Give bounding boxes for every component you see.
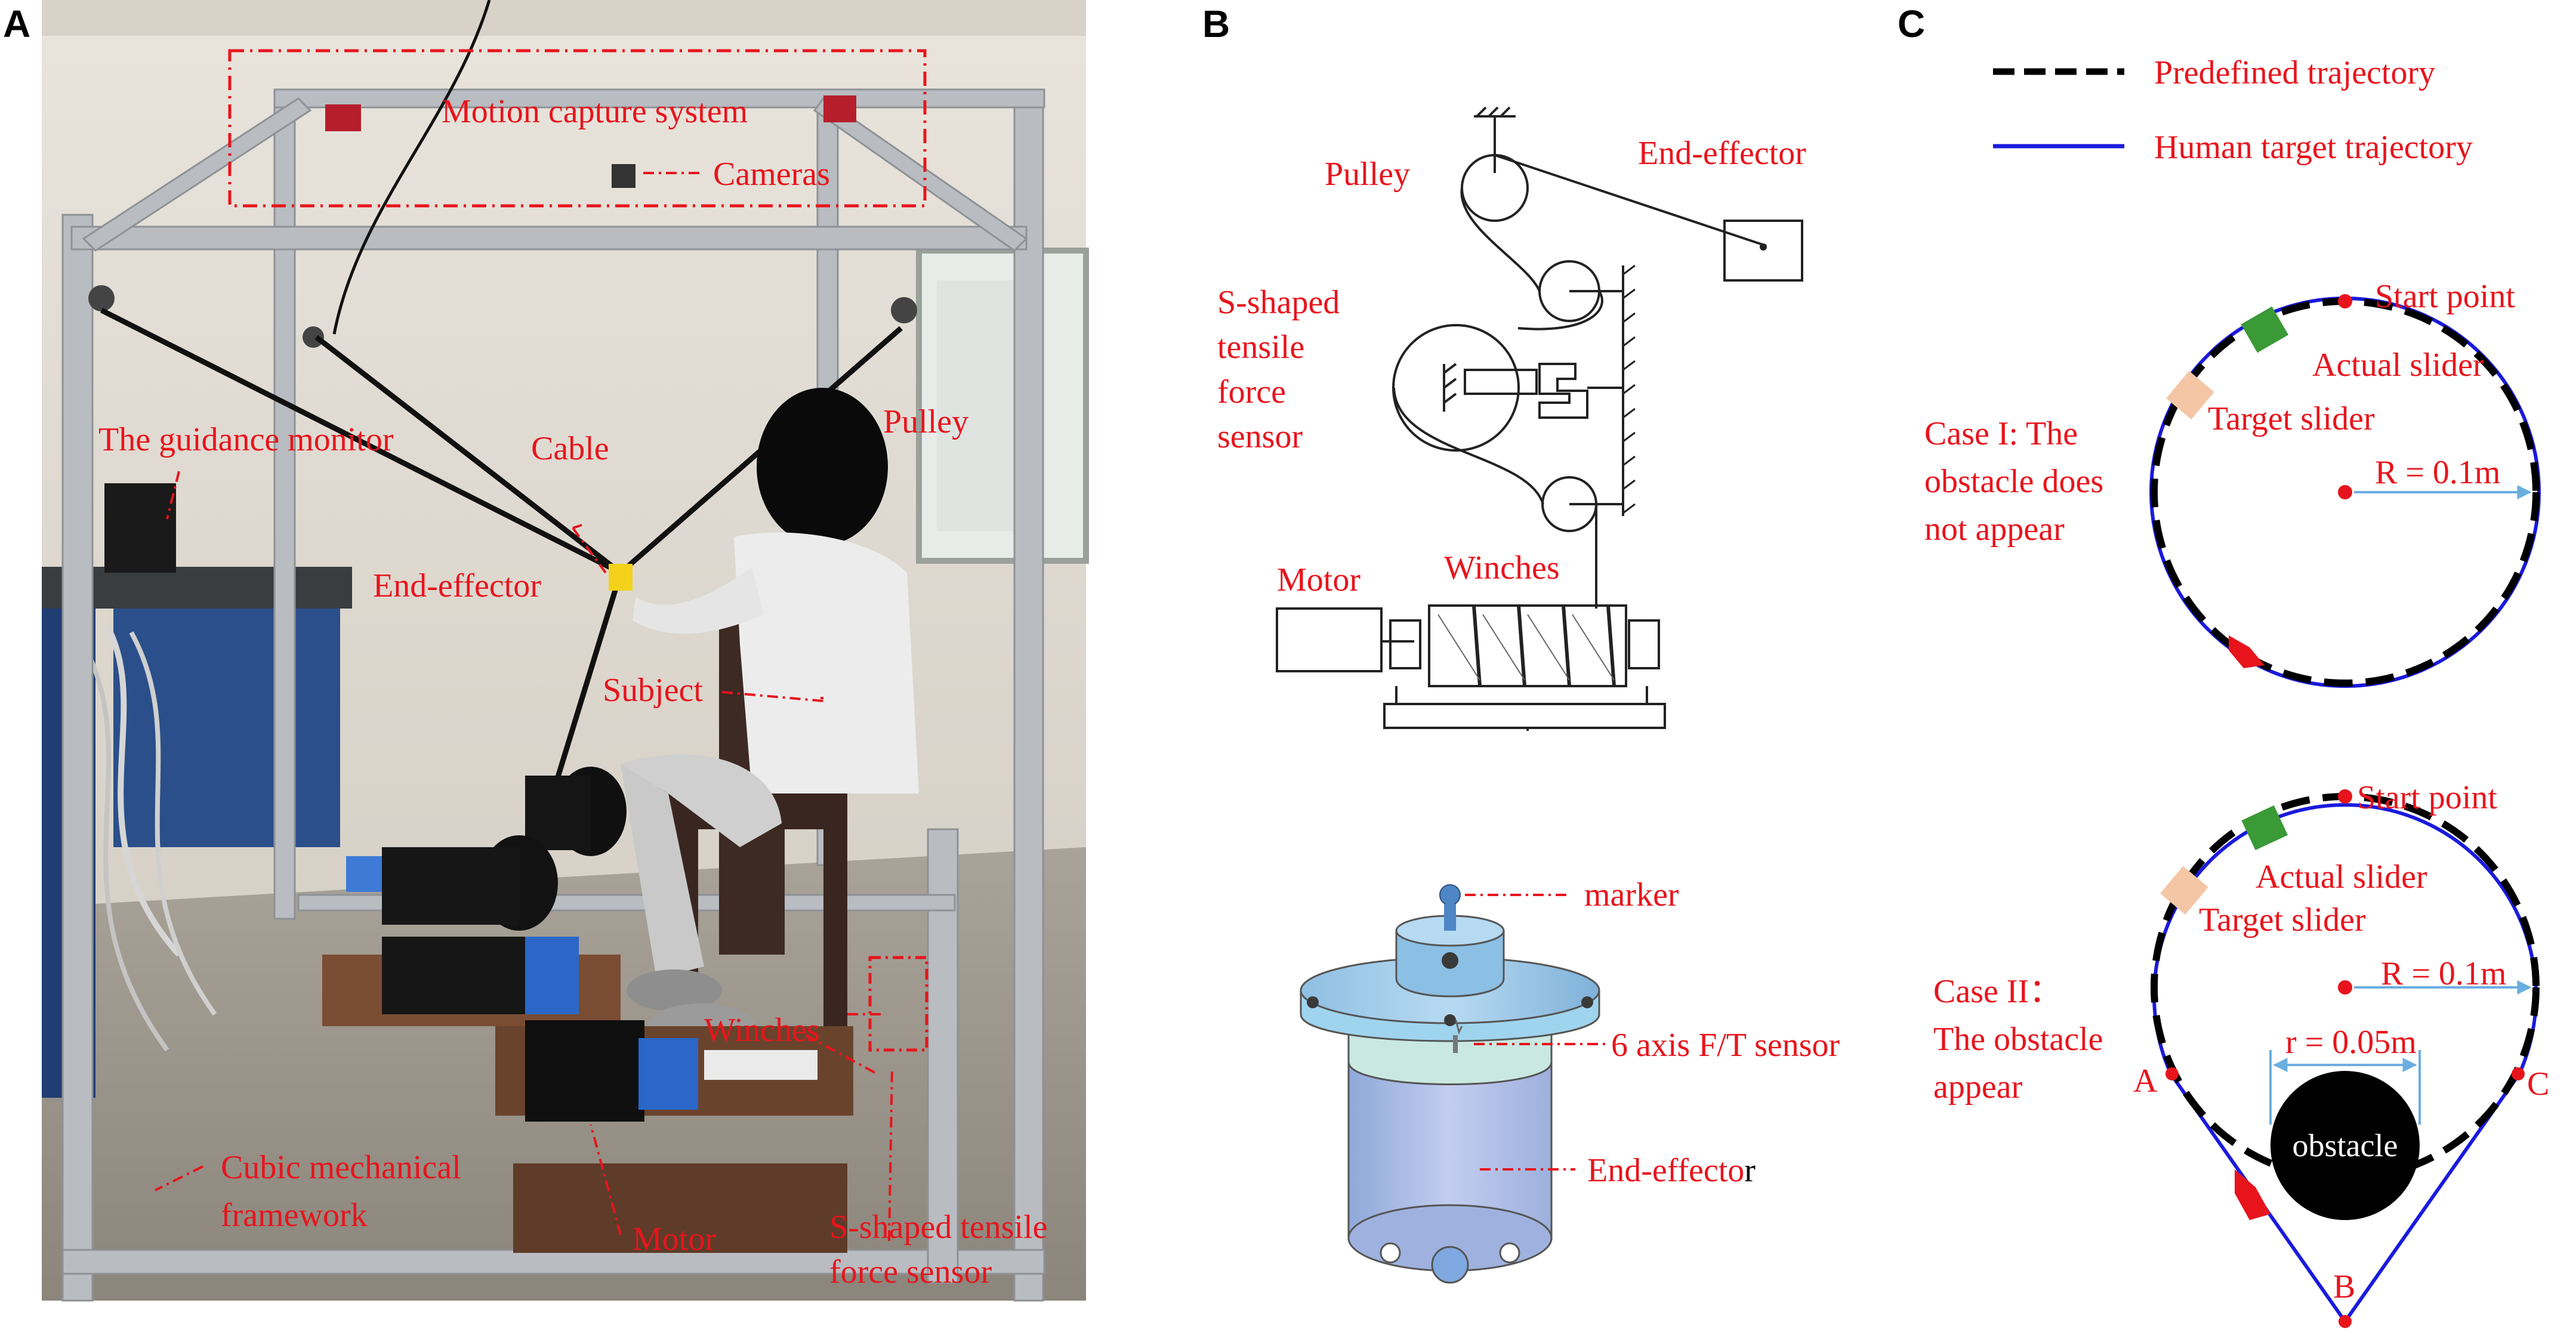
legend: Predefined trajectory Human target traje… bbox=[1993, 54, 2473, 166]
label-motor-schematic: Motor bbox=[1277, 561, 1361, 598]
label-case1-radius: R = 0.1m bbox=[2375, 454, 2501, 491]
panel-label-c: C bbox=[1898, 2, 1925, 45]
point-c-dot bbox=[2512, 1067, 2525, 1080]
case1-target-slider bbox=[2166, 370, 2214, 419]
case1-actual-slider bbox=[2241, 306, 2288, 353]
winch-motors bbox=[322, 767, 853, 1253]
label-end-effector-photo: End-effector bbox=[373, 567, 541, 604]
label-end-effector-schematic: End-effector bbox=[1638, 135, 1806, 172]
panel-label-a: A bbox=[3, 2, 30, 45]
case2-actual-slider bbox=[2241, 805, 2288, 851]
case2-direction-arrow bbox=[2235, 1169, 2270, 1220]
mechanism-schematic bbox=[1276, 106, 1803, 731]
case2-center-dot bbox=[2338, 980, 2352, 995]
case1-center-dot bbox=[2338, 485, 2352, 499]
label-obstacle-radius: r = 0.05m bbox=[2285, 1024, 2417, 1061]
legend-label-predefined: Predefined trajectory bbox=[2154, 54, 2435, 91]
label-s-sensor-photo-2: force sensor bbox=[829, 1253, 992, 1290]
case2-target-slider bbox=[2160, 866, 2208, 915]
label-point-b: B bbox=[2333, 1268, 2355, 1305]
label-case2-line1: Case II： bbox=[1933, 973, 2062, 1010]
label-marker: marker bbox=[1584, 876, 1679, 913]
case2-diagram: obstacle bbox=[2151, 789, 2540, 1328]
label-s-sensor-schematic-1: S-shaped bbox=[1217, 284, 1340, 321]
photo-panel bbox=[42, 0, 1089, 1302]
label-case2-actual-slider: Actual slider bbox=[2256, 859, 2427, 896]
label-case1-target-slider: Target slider bbox=[2208, 400, 2375, 437]
label-s-sensor-photo-1: S-shaped tensile bbox=[829, 1209, 1047, 1246]
label-case2-line2: The obstacle bbox=[1933, 1021, 2103, 1058]
label-subject: Subject bbox=[603, 672, 703, 709]
label-motion-capture: Motion capture system bbox=[442, 93, 748, 130]
render-leaders bbox=[1465, 894, 1605, 1171]
label-winches-schematic: Winches bbox=[1444, 549, 1560, 586]
case1-direction-arrow bbox=[2229, 635, 2265, 668]
photo-leaders bbox=[155, 172, 893, 1242]
point-b-dot bbox=[2339, 1315, 2352, 1328]
label-case2-target-slider: Target slider bbox=[2199, 901, 2366, 938]
label-case2-start-point: Start point bbox=[2357, 779, 2497, 816]
label-point-a: A bbox=[2133, 1063, 2158, 1100]
label-obstacle: obstacle bbox=[2293, 1128, 2398, 1163]
label-motor-photo: Motor bbox=[633, 1221, 716, 1258]
label-point-c: C bbox=[2527, 1066, 2549, 1103]
label-cubic-framework-1: Cubic mechanical bbox=[221, 1149, 461, 1186]
label-cameras: Cameras bbox=[713, 156, 830, 193]
label-ft-sensor: 6 axis F/T sensor bbox=[1611, 1027, 1840, 1064]
end-effector-render bbox=[1300, 884, 1600, 1284]
obstacle-disc bbox=[2270, 1071, 2420, 1220]
label-end-effector-render: End-effector bbox=[1587, 1152, 1756, 1189]
label-cable: Cable bbox=[531, 430, 609, 467]
case1-diagram bbox=[2149, 294, 2541, 688]
panel-label-b: B bbox=[1202, 2, 1230, 45]
label-case1-line1: Case I: The bbox=[1924, 415, 2078, 452]
label-case1-start-point: Start point bbox=[2375, 278, 2515, 315]
label-s-sensor-schematic-3: force bbox=[1217, 373, 1286, 410]
label-pulley-photo: Pulley bbox=[883, 403, 968, 440]
end-effector-box bbox=[1723, 220, 1803, 282]
legend-label-human: Human target trajectory bbox=[2154, 129, 2473, 166]
label-case1-line2: obstacle does bbox=[1924, 463, 2103, 500]
label-winches-photo: Winches bbox=[704, 1012, 820, 1049]
label-cubic-framework-2: framework bbox=[221, 1197, 368, 1234]
label-case1-actual-slider: Actual slider bbox=[2312, 347, 2484, 384]
label-case1-line3: not appear bbox=[1924, 511, 2065, 548]
case2-start-point-dot bbox=[2338, 789, 2352, 804]
label-pulley-schematic: Pulley bbox=[1325, 156, 1410, 193]
label-case2-line3: appear bbox=[1933, 1069, 2023, 1106]
point-a-dot bbox=[2165, 1067, 2179, 1080]
motor-box bbox=[1276, 607, 1383, 672]
label-case2-radius: R = 0.1m bbox=[2381, 955, 2507, 992]
label-s-sensor-schematic-2: tensile bbox=[1217, 329, 1304, 366]
sensor-wheel bbox=[1392, 324, 1520, 452]
label-guidance-monitor: The guidance monitor bbox=[98, 421, 394, 458]
s-sensor-shape bbox=[1538, 363, 1588, 419]
case1-start-point-dot bbox=[2338, 294, 2352, 308]
subject-head-mask bbox=[757, 388, 888, 545]
label-s-sensor-schematic-4: sensor bbox=[1217, 418, 1303, 455]
winch-drum bbox=[1428, 604, 1627, 687]
